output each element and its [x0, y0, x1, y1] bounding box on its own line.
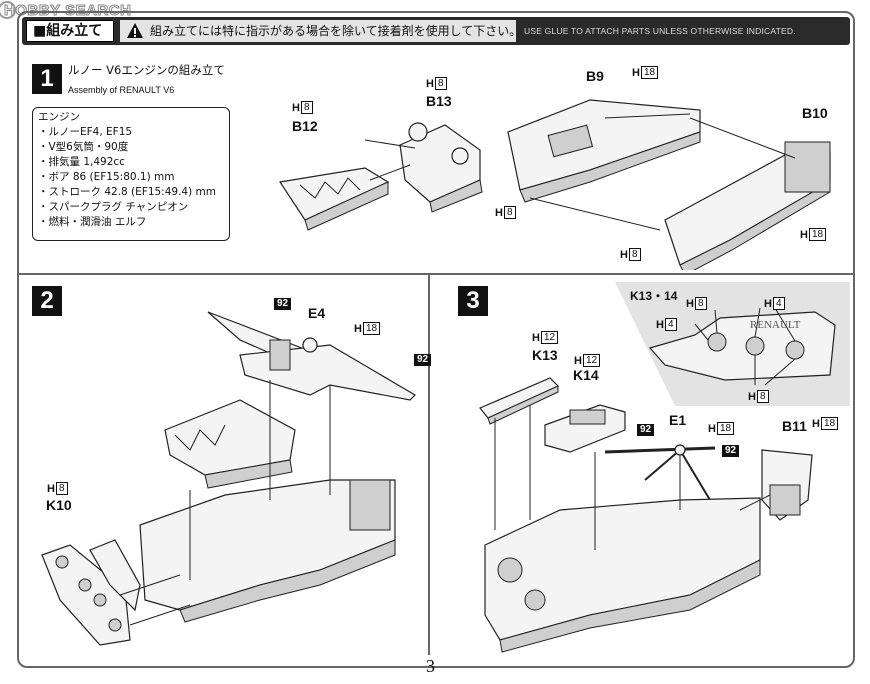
divider-vertical [428, 275, 430, 655]
spec-line: ・排気量 1,492cc [38, 156, 125, 168]
warning-text-jp: 組み立てには特に指示がある場合を除いて接着剤を使用して下さい。 [150, 24, 522, 38]
section-title: ■組み立て [26, 20, 114, 42]
part-label-b9: B9 [586, 68, 604, 84]
part-label-b13: B13 [426, 93, 452, 109]
color-code-92: 92 [722, 445, 740, 457]
warning-text-en: USE GLUE TO ATTACH PARTS UNLESS OTHERWIS… [524, 26, 796, 36]
inset-logo-text: RENAULT [750, 319, 801, 331]
step-1-title-jp: ルノー V6エンジンの組み立て [68, 63, 225, 77]
spec-line: ・ルノーEF4, EF15 [38, 126, 133, 138]
inset-label: K13・14 [630, 289, 678, 303]
divider-horizontal [17, 273, 855, 275]
part-label-b12: B12 [292, 118, 318, 134]
watermark: HOBBY SEARCH [3, 2, 132, 20]
part-label-b10: B10 [802, 105, 828, 121]
step-3-illustration [479, 377, 813, 653]
watermark-logo-icon [0, 1, 16, 19]
part-label-b11: B11 [782, 418, 807, 434]
warning-icon [127, 23, 143, 38]
spec-line: ・燃料・潤滑油 エルフ [38, 216, 147, 228]
spec-heading: エンジン [38, 111, 80, 123]
step-3-badge: 3 [458, 286, 488, 316]
color-code-92: 92 [414, 354, 432, 366]
engine-spec-box [32, 107, 230, 241]
step-1-title-en: Assembly of RENAULT V6 [68, 85, 175, 95]
part-label-k10: K10 [46, 497, 72, 513]
page-number: 3 [426, 656, 435, 676]
step-2-illustration [41, 311, 416, 646]
spec-line: ・V型6気筒・90度 [38, 141, 129, 153]
part-label-k13: K13 [532, 347, 558, 363]
spec-line: ・ストローク 42.8 (EF15:49.4) mm [38, 186, 216, 198]
warning-box [120, 20, 516, 42]
spec-line: ・スパークプラグ チャンピオン [38, 201, 189, 213]
part-label-e4: E4 [308, 305, 326, 321]
part-label-e1: E1 [669, 412, 687, 428]
part-label-k14: K14 [573, 367, 599, 383]
page-frame [17, 11, 855, 668]
spec-line: ・ボア 86 (EF15:80.1) mm [38, 171, 175, 183]
step-1-badge: 1 [32, 64, 62, 94]
color-code-92: 92 [274, 298, 292, 310]
step-2-badge: 2 [32, 286, 62, 316]
step-1-illustration [278, 99, 831, 270]
k13-k14-inset: RENAULT [615, 282, 850, 406]
color-code-92: 92 [637, 424, 655, 436]
